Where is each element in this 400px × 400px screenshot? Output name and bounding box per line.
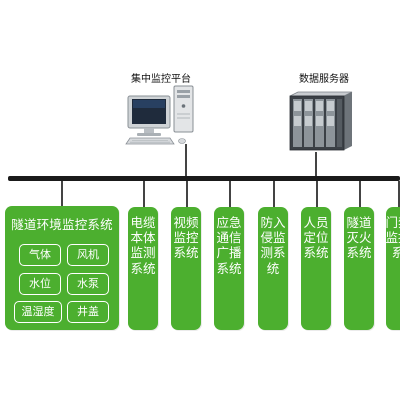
subsystem-label: 应急通信广播系统 — [216, 215, 242, 276]
sensor-item: 温湿度 — [14, 301, 62, 323]
platform-connector-line — [185, 144, 187, 176]
drop-line — [61, 181, 63, 206]
platform-label: 集中监控平台 — [131, 74, 191, 85]
network-bus-line — [8, 176, 400, 181]
drop-line — [316, 181, 318, 207]
subsystem-label: 防入侵监测系统 — [260, 215, 286, 276]
subsystem-box: 电缆本体监测系统 — [128, 207, 158, 330]
sensor-item: 风机 — [67, 244, 109, 266]
server-rack-icon — [289, 91, 353, 151]
subsystem-label: 视频监控系统 — [173, 215, 199, 261]
drop-line — [398, 181, 400, 207]
main-system-title: 隧道环境监控系统 — [11, 217, 113, 232]
tunnel-environment-monitoring-box: 隧道环境监控系统 气体 风机 水位 水泵 温湿度 井盖 — [5, 206, 119, 330]
sensor-item: 井盖 — [67, 301, 109, 323]
sensor-item: 水位 — [19, 273, 61, 295]
sensor-item: 水泵 — [67, 273, 109, 295]
subsystem-box: 人员定位系统 — [301, 207, 331, 330]
server-connector-line — [315, 152, 317, 176]
drop-line — [186, 181, 188, 207]
sensor-item: 气体 — [19, 244, 61, 266]
subsystem-box: 门禁监控系 — [386, 207, 400, 330]
subsystem-box: 应急通信广播系统 — [214, 207, 244, 330]
subsystem-label: 电缆本体监测系统 — [130, 215, 156, 276]
subsystem-box: 防入侵监测系统 — [258, 207, 288, 330]
computer-workstation-icon — [125, 85, 194, 145]
subsystem-label: 门禁监控系 — [386, 215, 400, 261]
drop-line — [359, 181, 361, 207]
drop-line — [273, 181, 275, 207]
subsystem-box: 隧道灭火系统 — [344, 207, 374, 330]
drop-line — [143, 181, 145, 207]
subsystem-label: 隧道灭火系统 — [346, 215, 372, 261]
server-label: 数据服务器 — [299, 74, 349, 85]
subsystem-label: 人员定位系统 — [303, 215, 329, 261]
subsystem-box: 视频监控系统 — [171, 207, 201, 330]
drop-line — [229, 181, 231, 207]
